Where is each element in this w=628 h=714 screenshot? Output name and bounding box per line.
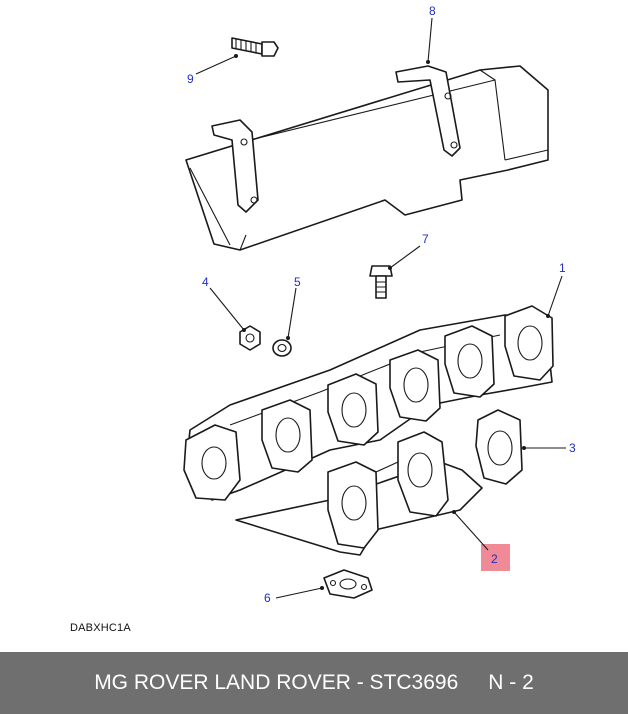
bolt-part-9 (231, 37, 279, 57)
callout-6[interactable]: 6 (264, 591, 271, 605)
exhaust-manifold (183, 305, 554, 501)
callout-3[interactable]: 3 (569, 441, 576, 455)
manifold-heat-plate-part-2 (235, 431, 483, 556)
nut-part-4 (239, 325, 261, 351)
footer-title: MG ROVER LAND ROVER - STC3696 (94, 671, 459, 694)
exploded-view-diagram: 9 8 7 4 5 1 3 2 6 (183, 4, 576, 605)
footer-bar: MG ROVER LAND ROVER - STC3696 N - 2 (0, 652, 628, 714)
callout-4[interactable]: 4 (202, 275, 209, 289)
diagram-reference-code: DABXHC1A (70, 622, 131, 634)
footer-page-label: N - 2 (488, 671, 534, 694)
heat-shield (185, 65, 549, 251)
callout-8[interactable]: 8 (429, 4, 436, 18)
callout-labels: 9 8 7 4 5 1 3 2 6 (187, 4, 576, 605)
callout-9[interactable]: 9 (187, 72, 194, 86)
callout-2[interactable]: 2 (491, 552, 498, 566)
selected-part-highlight (481, 544, 510, 571)
callout-7[interactable]: 7 (422, 232, 429, 246)
washer-part-5 (272, 339, 292, 357)
stud-part-7 (369, 265, 393, 299)
callout-5[interactable]: 5 (294, 275, 301, 289)
gasket-part-6 (323, 569, 373, 599)
leader-lines (195, 17, 566, 599)
gasket-part-3 (475, 409, 523, 485)
callout-1[interactable]: 1 (559, 261, 566, 275)
